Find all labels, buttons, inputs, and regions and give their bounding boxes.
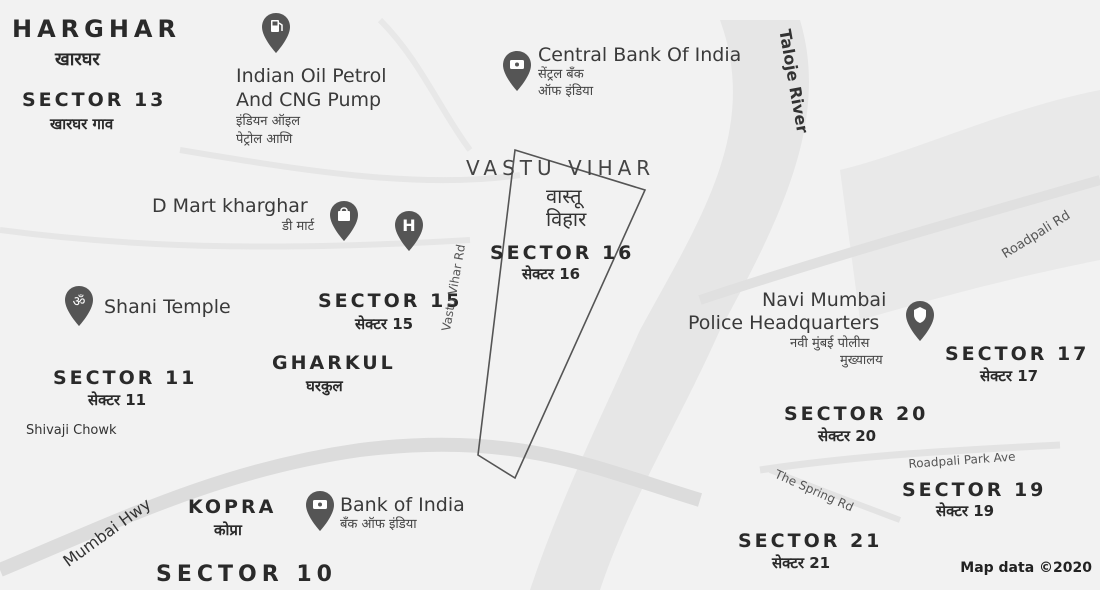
poi-label-central-bank-local-1: सेंट्रल बँक [538, 67, 584, 82]
area-label-kopra: KOPRA [188, 496, 277, 518]
area-label-sector-15: SECTOR 15 [318, 290, 463, 312]
police-icon[interactable] [905, 300, 935, 342]
spring-rd-road [768, 467, 902, 523]
area-label-sector-13: SECTOR 13 [22, 89, 167, 111]
poi-label-central-bank[interactable]: Central Bank Of India [538, 44, 742, 66]
poi-label-indian-oil-2[interactable]: And CNG Pump [236, 89, 382, 111]
minor-road-2 [179, 147, 521, 184]
area-label-sector-19-local: सेक्टर 19 [936, 502, 995, 520]
area-label-sector-16: SECTOR 16 [490, 242, 635, 264]
area-label-sector-11-local: सेक्टर 11 [88, 391, 147, 409]
area-label-vastu-vihar: VASTU VIHAR [466, 156, 656, 180]
area-label-sector-20-local: सेक्टर 20 [818, 427, 877, 445]
area-label-sector-19: SECTOR 19 [902, 479, 1047, 501]
area-label-kharghar-local: खारघर [55, 49, 100, 70]
fuel-icon[interactable] [261, 12, 291, 54]
poi-label-police-hq-1[interactable]: Navi Mumbai [762, 289, 887, 311]
poi-label-dmart-local: डी मार्ट [282, 219, 315, 234]
map-copyright: Map data ©2020 [960, 560, 1092, 576]
poi-label-indian-oil-local-2: पेट्रोल आणि [236, 132, 293, 147]
area-label-kopra-local: कोप्रा [214, 521, 242, 539]
poi-label-shani-temple[interactable]: Shani Temple [104, 296, 231, 318]
area-label-vastu-vihar-local-1: वास्तू [546, 184, 582, 208]
area-label-sector-21-local: सेक्टर 21 [772, 554, 831, 572]
area-label-sector-16-local: सेक्टर 16 [522, 265, 581, 283]
area-label-gharkul: GHARKUL [272, 352, 396, 374]
taloje-river-shape [530, 20, 809, 590]
area-label-kharghar: HARGHAR [12, 15, 181, 43]
hospital-icon[interactable]: H [394, 210, 424, 252]
poi-label-bank-of-india-local: बँक ऑफ इंडिया [340, 517, 417, 532]
area-label-sector-13-local: खारघर गाव [50, 115, 114, 133]
vastu-vihar-boundary [477, 148, 647, 480]
poi-label-police-hq-2[interactable]: Police Headquarters [688, 312, 880, 334]
water-area-right [840, 90, 1100, 320]
poi-label-indian-oil-local-1: इंडियन ऑइल [236, 114, 301, 129]
area-label-gharkul-local: घरकुल [306, 377, 343, 395]
minor-road-1 [0, 227, 471, 250]
area-label-vastu-vihar-local-2: विहार [546, 207, 587, 231]
poi-label-dmart[interactable]: D Mart kharghar [152, 195, 308, 217]
poi-label-bank-of-india[interactable]: Bank of India [340, 494, 465, 516]
area-label-sector-17-local: सेक्टर 17 [980, 367, 1039, 385]
area-label-sector-17: SECTOR 17 [945, 343, 1090, 365]
poi-label-central-bank-local-2: ऑफ इंडिया [538, 84, 594, 99]
area-label-sector-21: SECTOR 21 [738, 530, 883, 552]
poi-label-police-hq-local-1: नवी मुंबई पोलीस [790, 336, 870, 351]
area-label-sector-10: SECTOR 10 [156, 562, 337, 587]
temple-icon[interactable]: ॐ [64, 285, 94, 327]
minor-road-3 [377, 17, 473, 152]
area-label-sector-11: SECTOR 11 [53, 367, 198, 389]
mumbai-hwy-road [0, 437, 703, 577]
roadpali-rd-road [698, 175, 1100, 305]
hospital-glyph: H [402, 216, 415, 235]
poi-label-police-hq-local-2: मुख्यालय [840, 353, 883, 368]
area-label-sector-15-local: सेक्टर 15 [355, 315, 414, 333]
place-label-shivaji-chowk: Shivaji Chowk [26, 423, 117, 438]
temple-glyph: ॐ [73, 294, 86, 310]
poi-label-indian-oil-1[interactable]: Indian Oil Petrol [236, 65, 387, 87]
shopping-bag-icon[interactable] [329, 200, 359, 242]
roadpali-park-ave-road [759, 441, 1061, 474]
bank-icon[interactable] [305, 490, 335, 532]
bank-icon[interactable] [502, 50, 532, 92]
area-label-sector-20: SECTOR 20 [784, 403, 929, 425]
